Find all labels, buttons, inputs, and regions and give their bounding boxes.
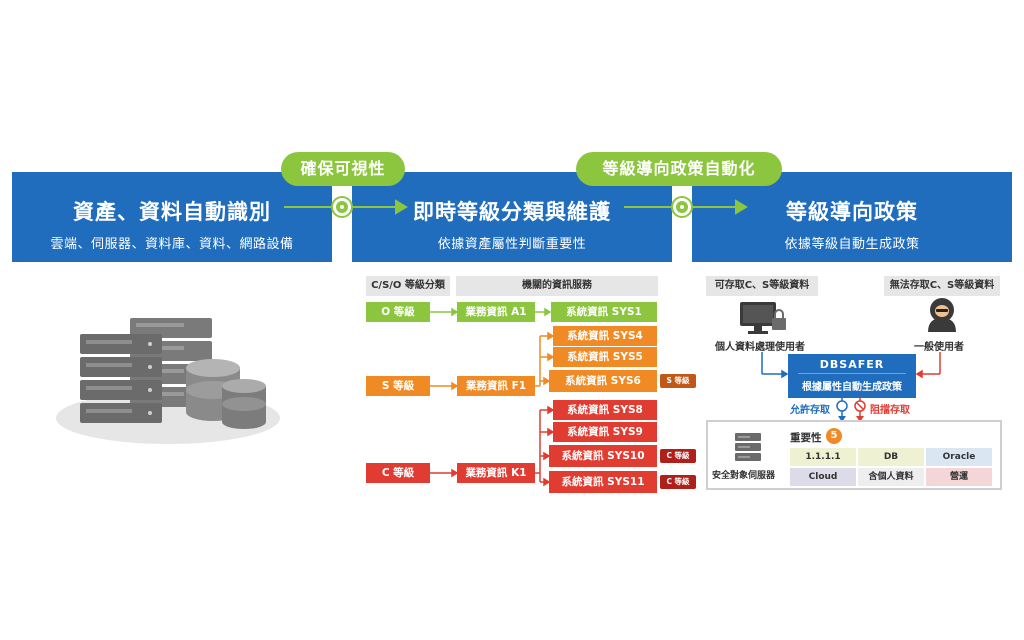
computer-lock-icon [740,302,786,334]
tag-c-grade-1: C 等級 [660,449,696,463]
classify-head-left: C/S/O 等級分類 [366,276,450,296]
tag-s-grade: S 等級 [660,374,696,388]
sys4: 系統資訊 SYS4 [553,326,657,346]
secured-server-panel: 安全對象伺服器 重要性 5 1.1.1.1 DB Oracle Cloud 含個… [706,420,1002,490]
prop-ip: 1.1.1.1 [790,448,856,466]
sys1: 系統資訊 SYS1 [551,302,657,322]
sys11: 系統資訊 SYS11 [549,471,657,493]
connector-node-1 [333,198,351,216]
classify-head-right: 機關的資訊服務 [456,276,658,296]
policy-head-denied: 無法存取C、S等級資料 [884,276,1000,296]
grade-c: C 等級 [366,463,430,483]
prop-oracle: Oracle [926,448,992,466]
importance-value: 5 [826,428,842,444]
sys10: 系統資訊 SYS10 [549,445,657,467]
biz-f1: 業務資訊 F1 [457,376,535,396]
hooded-user-icon [928,298,956,332]
sys5: 系統資訊 SYS5 [553,347,657,367]
tag-c-grade-2: C 等級 [660,475,696,489]
header-col1: 資產、資料自動識別 雲端、伺服器、資料庫、資料、網路設備 [12,172,332,262]
user-general-label: 一般使用者 [914,342,964,353]
header-col1-subtitle: 雲端、伺服器、資料庫、資料、網路設備 [50,237,294,252]
server-database-illustration [56,318,280,444]
sys6: 系統資訊 SYS6 [549,370,657,392]
prop-cloud: Cloud [790,468,856,486]
allow-access-label: 允許存取 [790,405,830,416]
block-access-label: 阻擋存取 [870,405,910,416]
header-col2-subtitle: 依據資產屬性判斷重要性 [437,237,587,252]
server-icon [735,433,761,461]
grade-o: O 等級 [366,302,430,322]
header-col1-title: 資產、資料自動識別 [73,200,271,224]
header-col3-subtitle: 依據等級自動生成政策 [784,237,920,252]
sys9: 系統資訊 SYS9 [553,422,657,442]
prop-operations: 營運 [926,468,992,486]
header-col2: 即時等級分類與維護 依據資產屬性判斷重要性 [352,172,672,262]
prop-db: DB [858,448,924,466]
connector-node-2 [673,198,691,216]
header-col2-title: 即時等級分類與維護 [413,200,611,224]
pill-visibility: 確保可視性 [281,152,405,186]
user-privileged-label: 個人資料處理使用者 [715,342,805,353]
header-col3-title: 等級導向政策 [786,200,918,224]
dbsafer-logo: DBSAFER [798,358,906,374]
dbsafer-engine: DBSAFER 根據屬性自動生成政策 [788,354,916,398]
pill-policy-automation: 等級導向政策自動化 [576,152,782,186]
biz-k1: 業務資訊 K1 [457,463,535,483]
policy-head-allowed: 可存取C、S等級資料 [706,276,818,296]
sys8: 系統資訊 SYS8 [553,400,657,420]
header-col3: 等級導向政策 依據等級自動生成政策 [692,172,1012,262]
grade-s: S 等級 [366,376,430,396]
importance-label: 重要性 [790,432,822,444]
biz-a1: 業務資訊 A1 [457,302,535,322]
server-label: 安全對象伺服器 [712,471,776,481]
prop-personal-data: 含個人資料 [858,468,924,486]
engine-label: 根據屬性自動生成政策 [802,382,902,393]
